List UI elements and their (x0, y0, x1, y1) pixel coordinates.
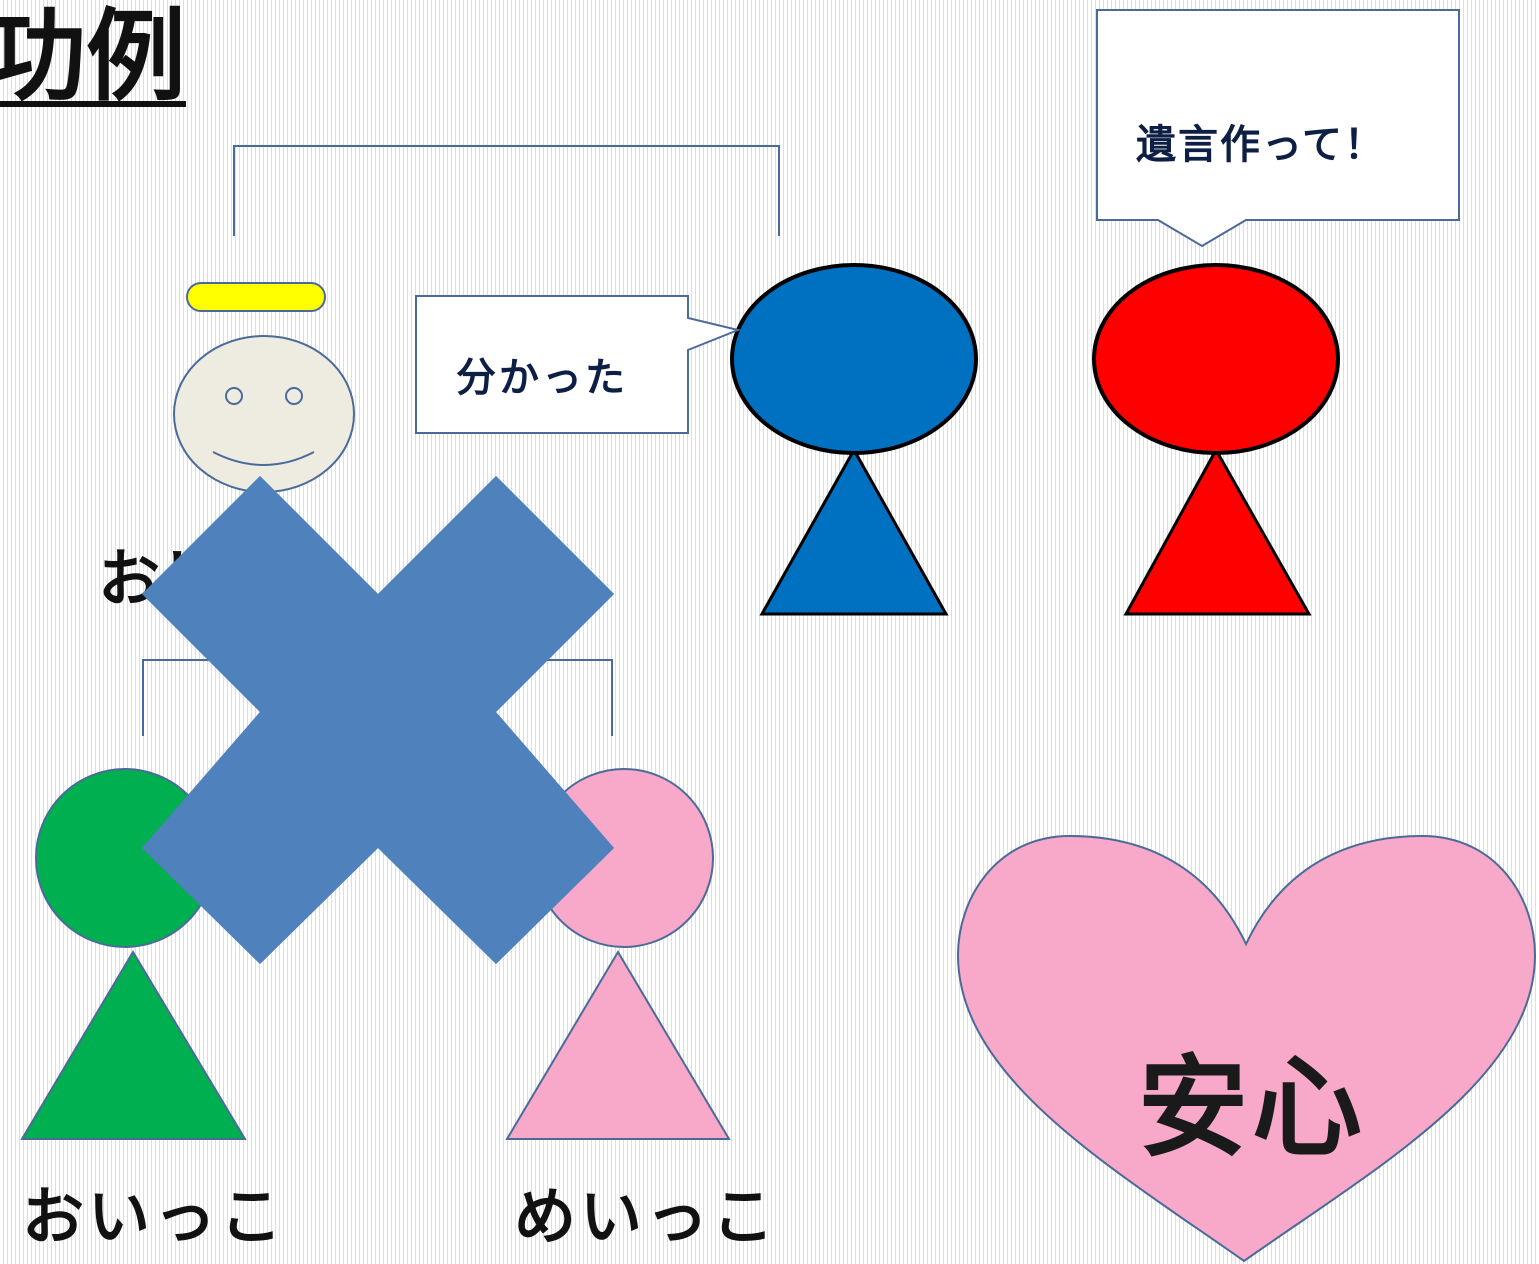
blue-person-body (759, 446, 949, 616)
blue-reply-text: 分かった (456, 354, 628, 401)
pink-person-body (505, 950, 731, 1140)
uncle-label: おじさん (98, 542, 347, 615)
halo-icon (186, 282, 326, 312)
green-person-body (20, 950, 247, 1140)
nephew-label: おいっこ (22, 1180, 287, 1253)
angel-smile (212, 451, 315, 466)
sibling-connector-line (233, 145, 780, 236)
red-request-bubble (1096, 9, 1460, 248)
page-title: 功例 (0, 0, 186, 115)
blue-person-head (730, 263, 978, 455)
red-person-head (1092, 263, 1340, 455)
angel-face-icon (173, 335, 355, 493)
heart-text: 安心 (1138, 1043, 1366, 1172)
angel-left-eye (225, 387, 243, 405)
blue-reply-bubble (415, 295, 742, 434)
niece-label: めいっこ (514, 1180, 779, 1253)
angel-right-eye (285, 387, 303, 405)
red-request-text: 遺言作って！ (1136, 121, 1386, 168)
red-person-body (1123, 446, 1312, 616)
heart-icon (956, 834, 1537, 1263)
